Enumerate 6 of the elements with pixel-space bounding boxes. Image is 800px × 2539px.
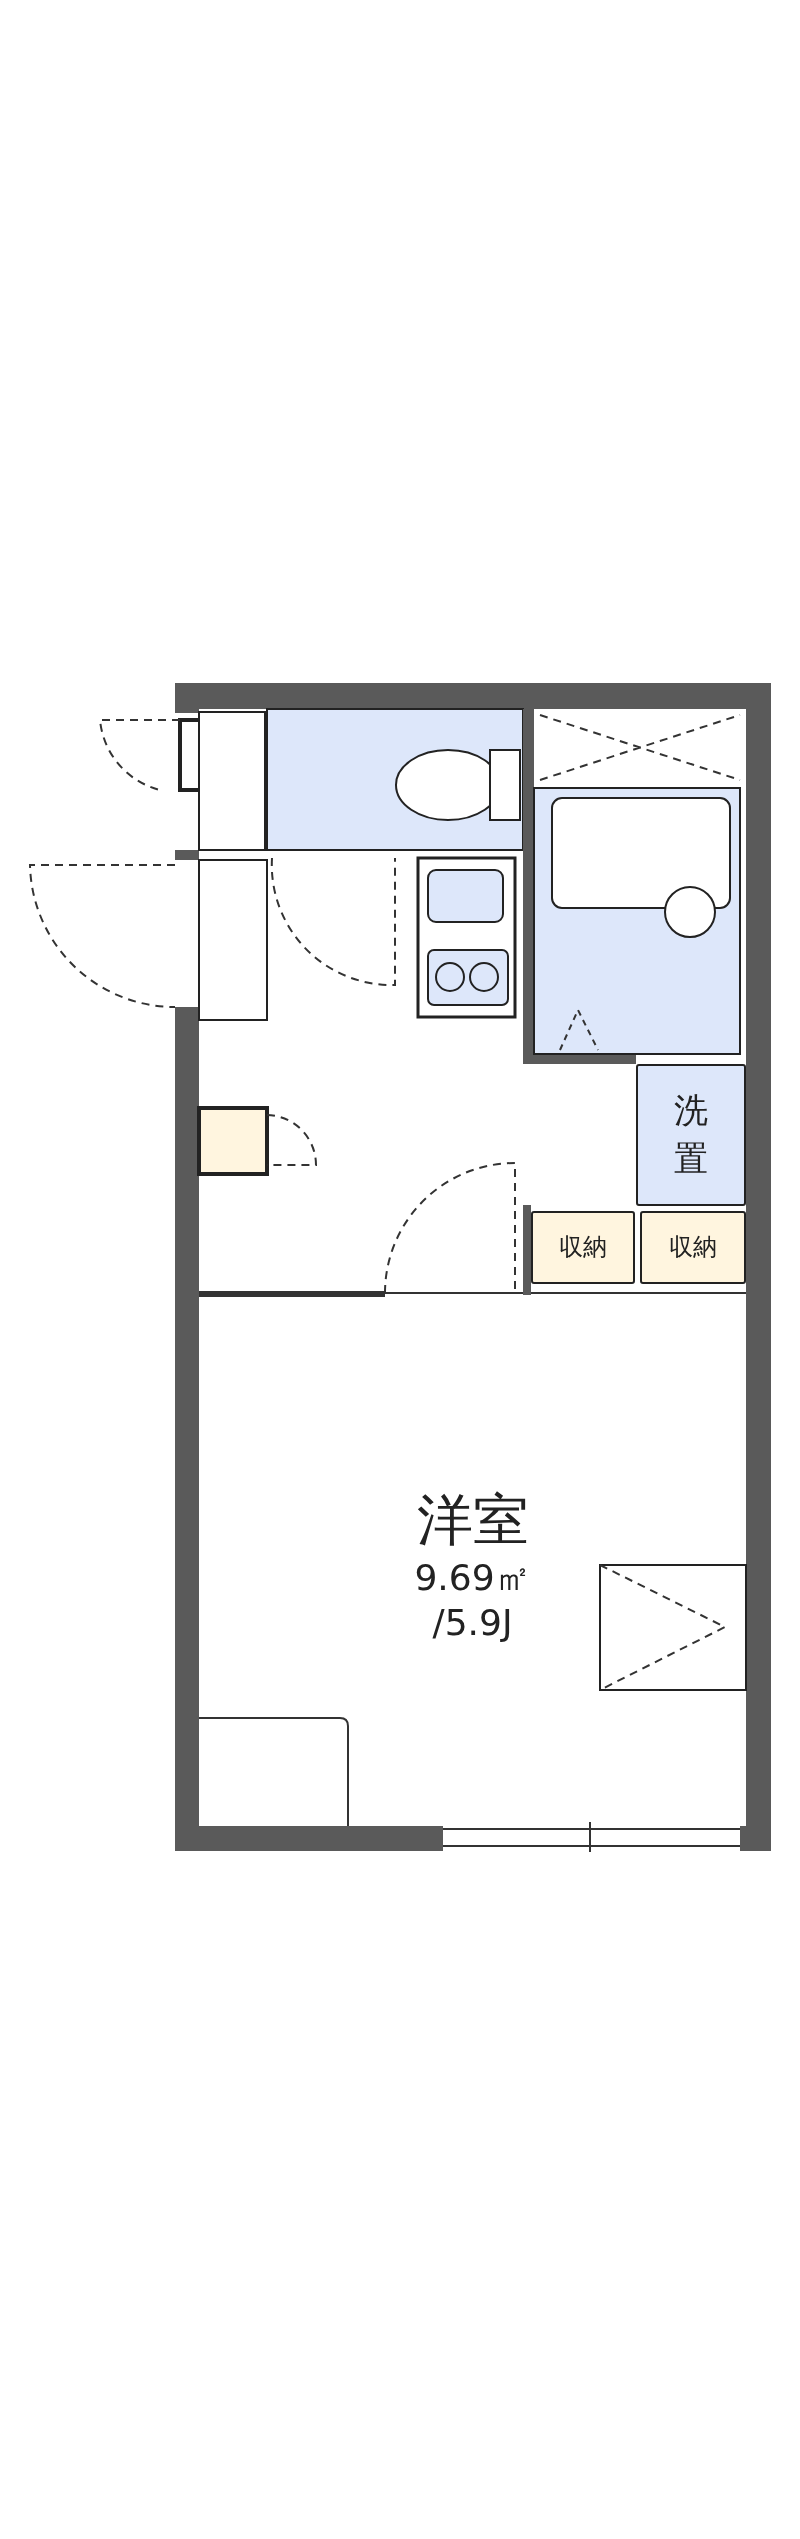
washer-space-box: 洗置 — [636, 1064, 746, 1206]
area-label: /5.9J — [432, 1601, 513, 1645]
area-label: 9.69㎡ — [414, 1556, 531, 1600]
room-label: 洋室 — [416, 1486, 529, 1554]
storage-box: 収納 — [531, 1211, 635, 1284]
storage-box: 収納 — [640, 1211, 746, 1284]
